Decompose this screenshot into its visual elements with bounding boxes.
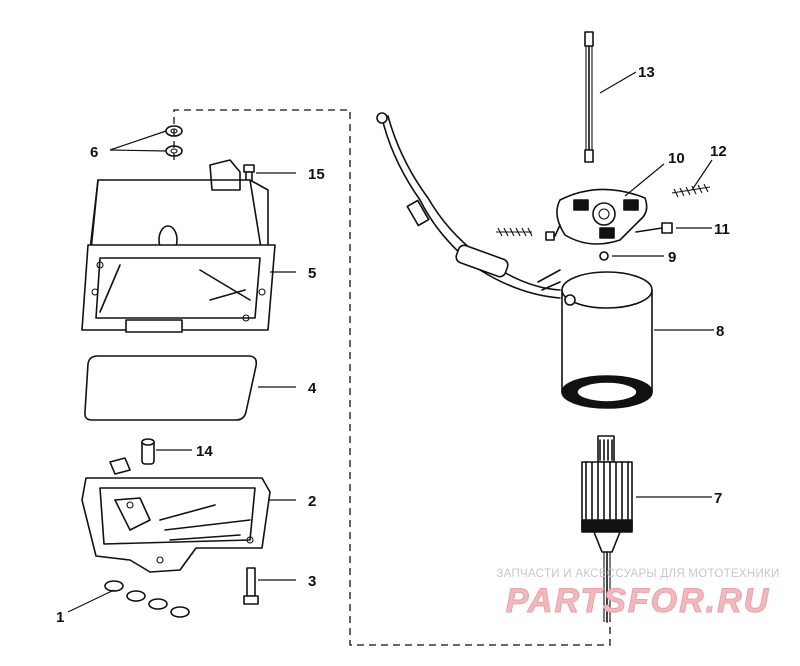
part-2-housing [81, 457, 271, 573]
assembly-dashed-line [173, 109, 611, 646]
callout-5: 5 [308, 265, 316, 282]
watermark-tagline: ЗАПЧАСТИ И АКСЕССУАРЫ ДЛЯ МОТОТЕХНИКИ [496, 568, 780, 580]
callout-14: 14 [196, 443, 213, 460]
part-10-brush-plate [545, 188, 648, 245]
part-8-field-frame [561, 271, 653, 409]
callout-11: 11 [714, 221, 730, 238]
callout-8: 8 [716, 323, 724, 340]
callout-4: 4 [308, 380, 317, 397]
callout-6: 6 [90, 144, 98, 161]
callout-1: 1 [56, 609, 64, 626]
part-14-bushing [141, 438, 155, 465]
callout-13: 13 [638, 64, 655, 81]
watermark-logo: PARTSFOR.RU [505, 582, 771, 621]
callout-12: 12 [710, 143, 727, 160]
callout-15: 15 [308, 166, 325, 183]
part-11-connector [635, 222, 673, 234]
callout-10: 10 [668, 150, 685, 167]
part-5-cover [81, 159, 276, 333]
callout-3: 3 [308, 573, 316, 590]
part-3-bolt [243, 567, 259, 605]
callout-9: 9 [668, 249, 676, 266]
part-9-ball [599, 251, 609, 261]
part-7-armature [581, 435, 633, 623]
part-8-lead-wires [376, 112, 561, 299]
callout-2: 2 [308, 493, 316, 510]
watermark: ЗАПЧАСТИ И АКСЕССУАРЫ ДЛЯ МОТОТЕХНИКИ PA… [488, 568, 788, 621]
leader-lines [67, 71, 714, 613]
part-4-gasket [84, 355, 258, 421]
part-13-through-bolt [584, 31, 594, 163]
part-12-springs [496, 183, 711, 237]
callout-7: 7 [714, 490, 722, 507]
part-1-orings [104, 580, 190, 618]
